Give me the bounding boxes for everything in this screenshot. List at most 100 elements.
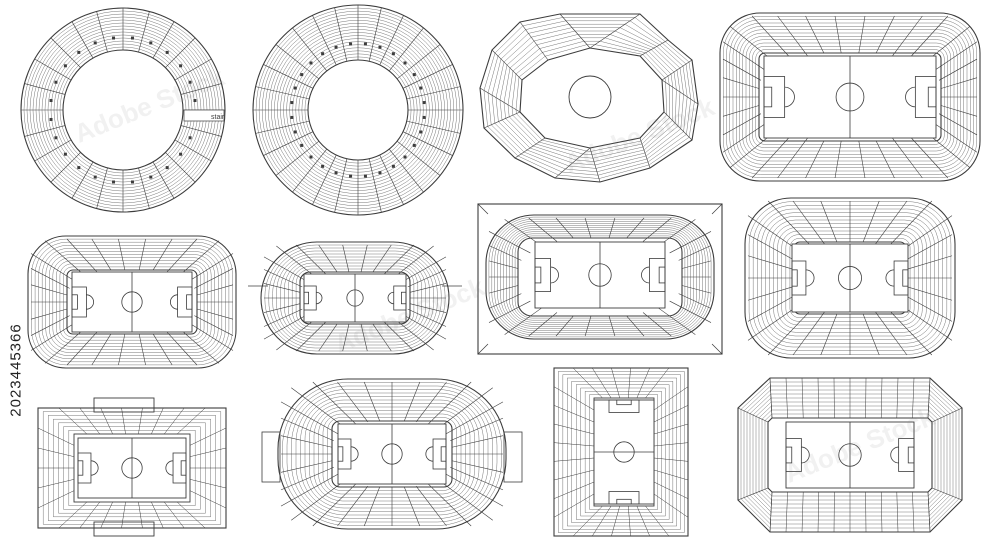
section-divider — [747, 255, 795, 270]
stand-outline — [38, 245, 226, 359]
section-divider — [34, 139, 72, 162]
stand-outline — [781, 230, 919, 326]
stand-outline — [34, 242, 230, 362]
section-divider — [360, 244, 368, 273]
section-divider — [608, 315, 616, 337]
stand-outline — [288, 262, 422, 334]
section-divider — [777, 138, 808, 179]
section-divider — [722, 58, 762, 81]
section-divider — [931, 121, 978, 153]
seat-row — [507, 37, 673, 159]
stand-outline — [304, 399, 480, 509]
section-divider — [404, 381, 421, 422]
section-divider — [379, 15, 404, 66]
section-divider — [263, 308, 303, 327]
goal-box — [180, 460, 187, 476]
stand-outline — [277, 378, 507, 530]
section-divider — [96, 167, 108, 209]
section-divider — [678, 293, 712, 309]
vomitory — [422, 101, 426, 105]
section-divider — [584, 217, 592, 239]
section-divider — [892, 15, 923, 56]
section-divider — [280, 435, 333, 448]
section-divider — [406, 120, 461, 134]
section-divider — [280, 417, 334, 442]
section-divider — [902, 234, 953, 262]
section-divider — [722, 113, 762, 136]
stand-outline — [56, 260, 208, 344]
section-divider — [368, 7, 382, 62]
section-divider — [792, 311, 825, 356]
section-divider — [37, 479, 75, 489]
section-divider — [785, 491, 788, 533]
section-divider — [165, 330, 198, 366]
section-divider — [187, 321, 234, 351]
stand-outline — [736, 29, 964, 165]
section-divider — [138, 238, 146, 271]
section-divider — [559, 13, 591, 49]
section-divider — [404, 486, 421, 527]
section-divider — [528, 312, 558, 337]
section-divider — [880, 491, 883, 533]
section-divider — [275, 140, 320, 176]
section-divider — [255, 86, 310, 100]
section-divider — [409, 283, 447, 293]
penalty-arc — [885, 269, 895, 287]
section-divider — [100, 407, 113, 435]
section-divider — [875, 140, 895, 179]
section-divider — [938, 113, 978, 136]
section-divider — [584, 315, 592, 337]
seat-row — [499, 30, 681, 166]
section-divider — [553, 481, 595, 499]
section-divider — [628, 367, 631, 399]
seat-row — [571, 381, 674, 523]
section-divider — [589, 13, 641, 49]
section-divider — [769, 491, 773, 533]
section-divider — [451, 460, 504, 473]
section-divider — [401, 313, 447, 340]
stand-outline — [755, 49, 945, 145]
section-divider — [769, 377, 773, 419]
section-divider — [792, 200, 825, 245]
section-divider — [777, 15, 808, 56]
section-divider — [572, 505, 603, 537]
section-divider — [450, 466, 504, 491]
stadium-7 — [477, 203, 723, 355]
section-divider — [553, 457, 595, 462]
vomitory — [112, 180, 116, 184]
side-building — [261, 431, 281, 483]
vomitory — [63, 152, 67, 156]
goal-box — [785, 446, 793, 464]
section-divider — [931, 41, 978, 73]
section-divider — [653, 469, 689, 481]
section-divider — [50, 152, 81, 183]
section-divider — [164, 407, 185, 435]
section-divider — [151, 407, 164, 435]
vomitory — [391, 52, 395, 56]
roof-structure — [93, 397, 155, 413]
section-divider — [751, 15, 793, 61]
stand-outline — [292, 265, 418, 331]
section-divider — [669, 300, 712, 323]
vomitory — [130, 36, 134, 40]
section-divider — [834, 140, 842, 179]
section-divider — [801, 491, 804, 533]
center-circle — [381, 443, 403, 465]
vomitory — [179, 64, 183, 68]
section-divider — [121, 501, 126, 529]
section-divider — [79, 501, 100, 529]
vomitory — [309, 61, 313, 65]
section-divider — [661, 59, 693, 81]
stand-outline — [327, 417, 457, 491]
section-divider — [426, 381, 472, 426]
stand-outline — [553, 367, 689, 537]
section-divider — [138, 11, 150, 53]
section-divider — [858, 140, 866, 179]
section-divider — [678, 245, 712, 261]
vomitory — [54, 136, 58, 140]
stand-outline — [497, 223, 703, 331]
section-divider — [902, 294, 953, 322]
section-divider — [196, 308, 234, 320]
section-divider — [276, 245, 317, 278]
stand-outline — [765, 216, 935, 340]
